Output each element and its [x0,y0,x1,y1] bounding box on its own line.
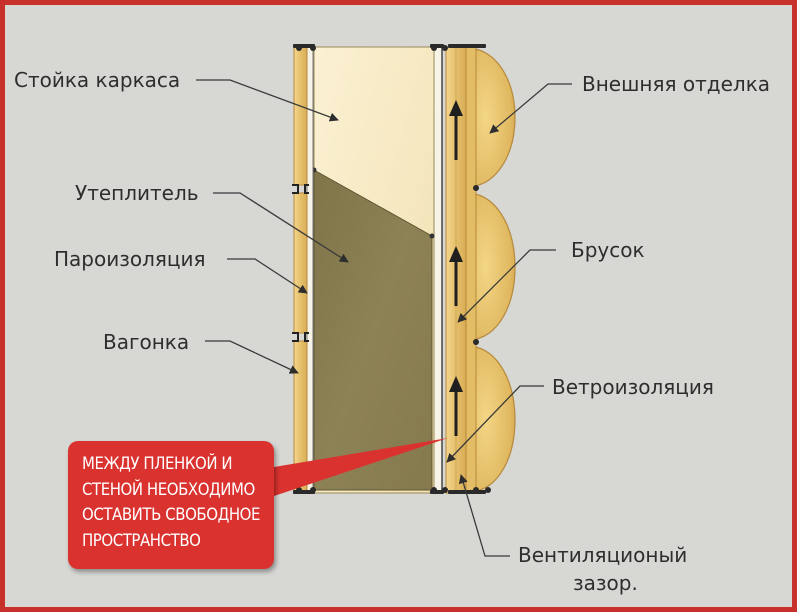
callout-line-3: ОСТАВИТЬ СВОБОДНОЕ [82,505,260,525]
label-wind-barrier: Ветроизоляция [552,375,714,399]
airflow-arrows [449,100,463,436]
wind-barrier-film [433,46,443,494]
callout-line-4: ПРОСТРАНСТВО [82,530,201,551]
label-vapor-barrier: Пароизоляция [54,247,206,271]
callout-line-1: МЕЖДУ ПЛЕНКОЙ И [82,454,233,474]
leader-lines [196,79,572,557]
callout-pointer [268,438,448,498]
callout-text: МЕЖДУ ПЛЕНКОЙ И СТЕНОЙ НЕОБХОДИМО ОСТАВИ… [82,452,260,554]
label-frame-post: Стойка каркаса [14,68,181,92]
label-exterior-finish: Внешняя отделка [582,72,771,96]
vapor-barrier-film [306,46,314,494]
label-vent-gap-line1: Вентиляционый [518,543,688,567]
exterior-finish-logs [465,46,516,494]
lining-boards [292,46,309,494]
label-batten: Брусок [571,238,645,262]
label-insulation: Утеплитель [75,181,199,205]
label-lining: Вагонка [103,330,190,354]
callout-line-2: СТЕНОЙ НЕОБХОДИМО [82,479,255,500]
callout-box [68,441,274,569]
edge-fasteners [293,44,491,494]
label-vent-gap-line2: зазор. [573,571,638,595]
